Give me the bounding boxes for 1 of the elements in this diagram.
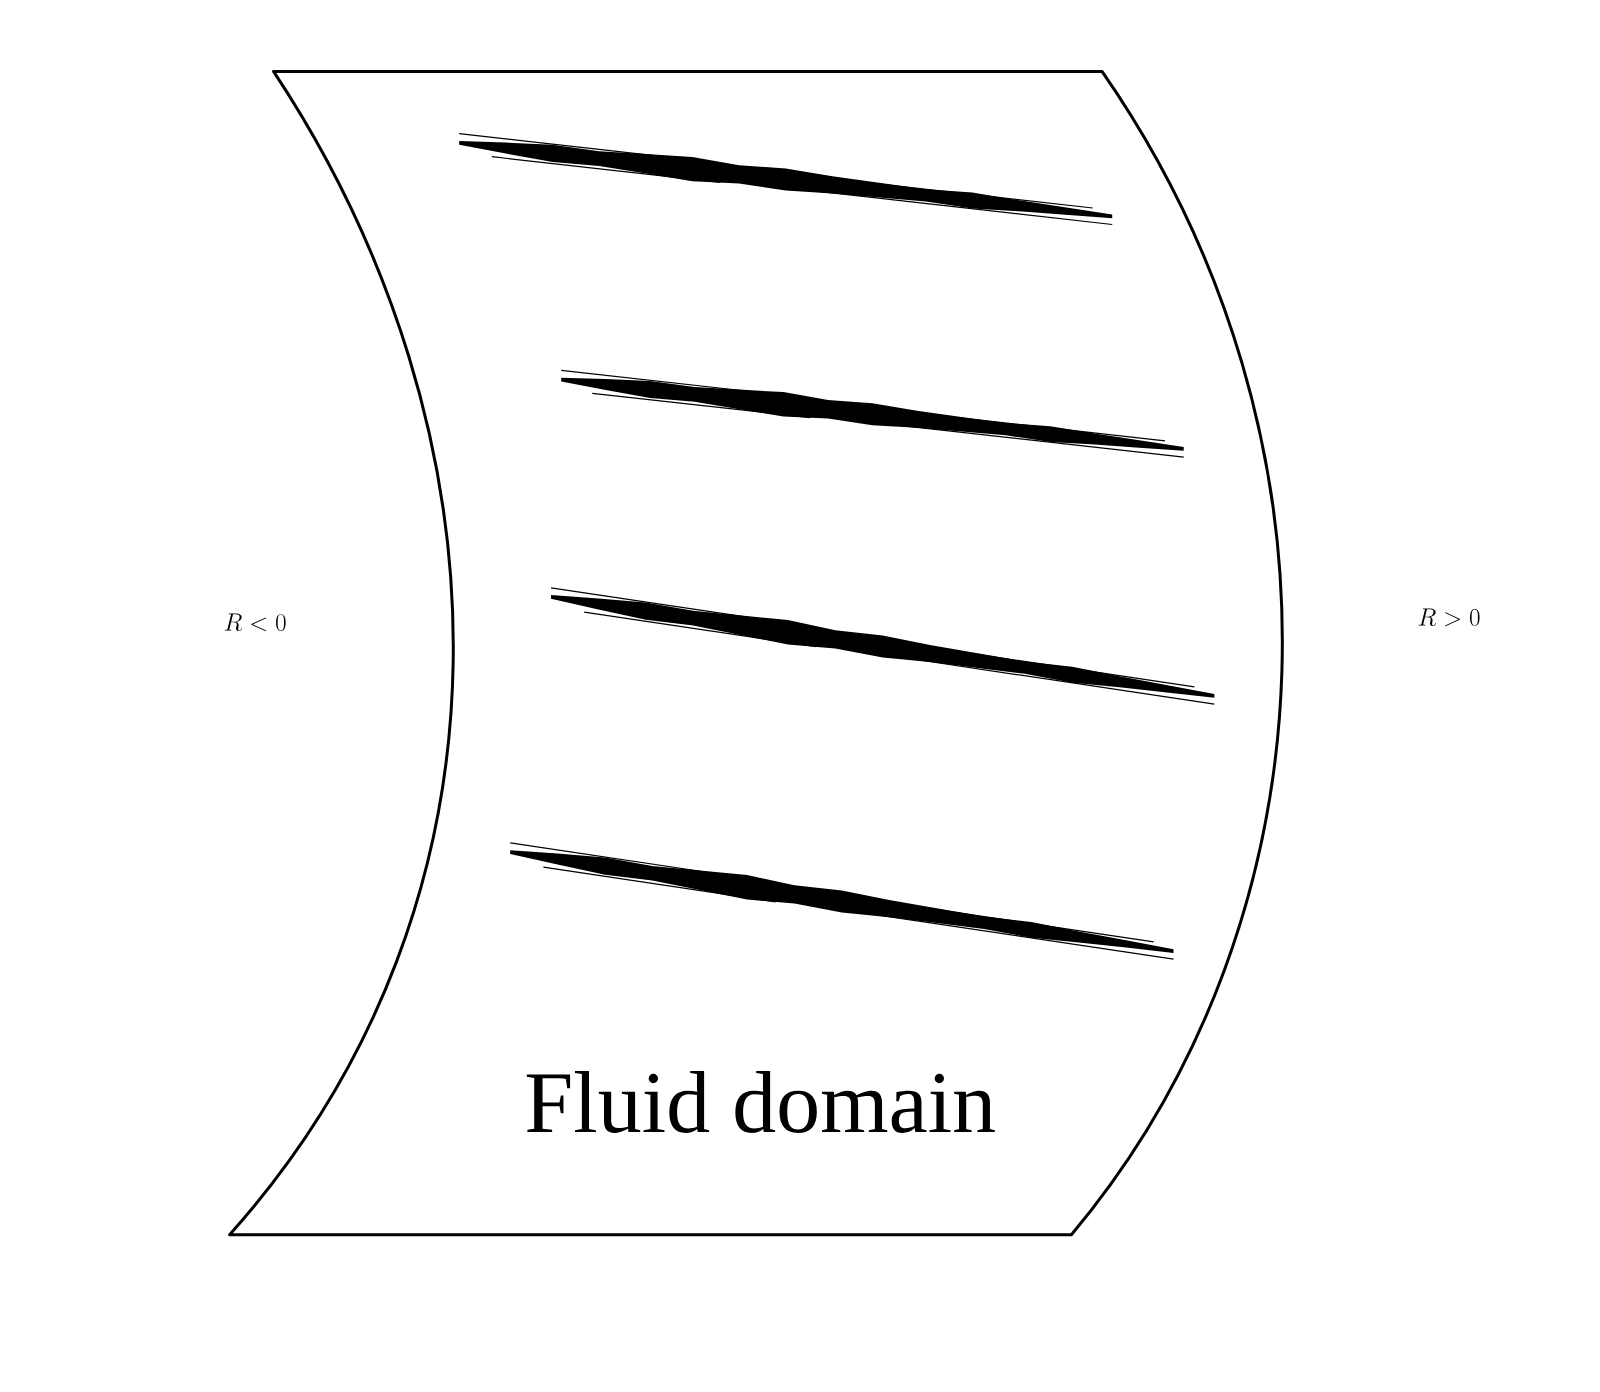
region-label: $R > 0$ xyxy=(1418,608,1480,627)
